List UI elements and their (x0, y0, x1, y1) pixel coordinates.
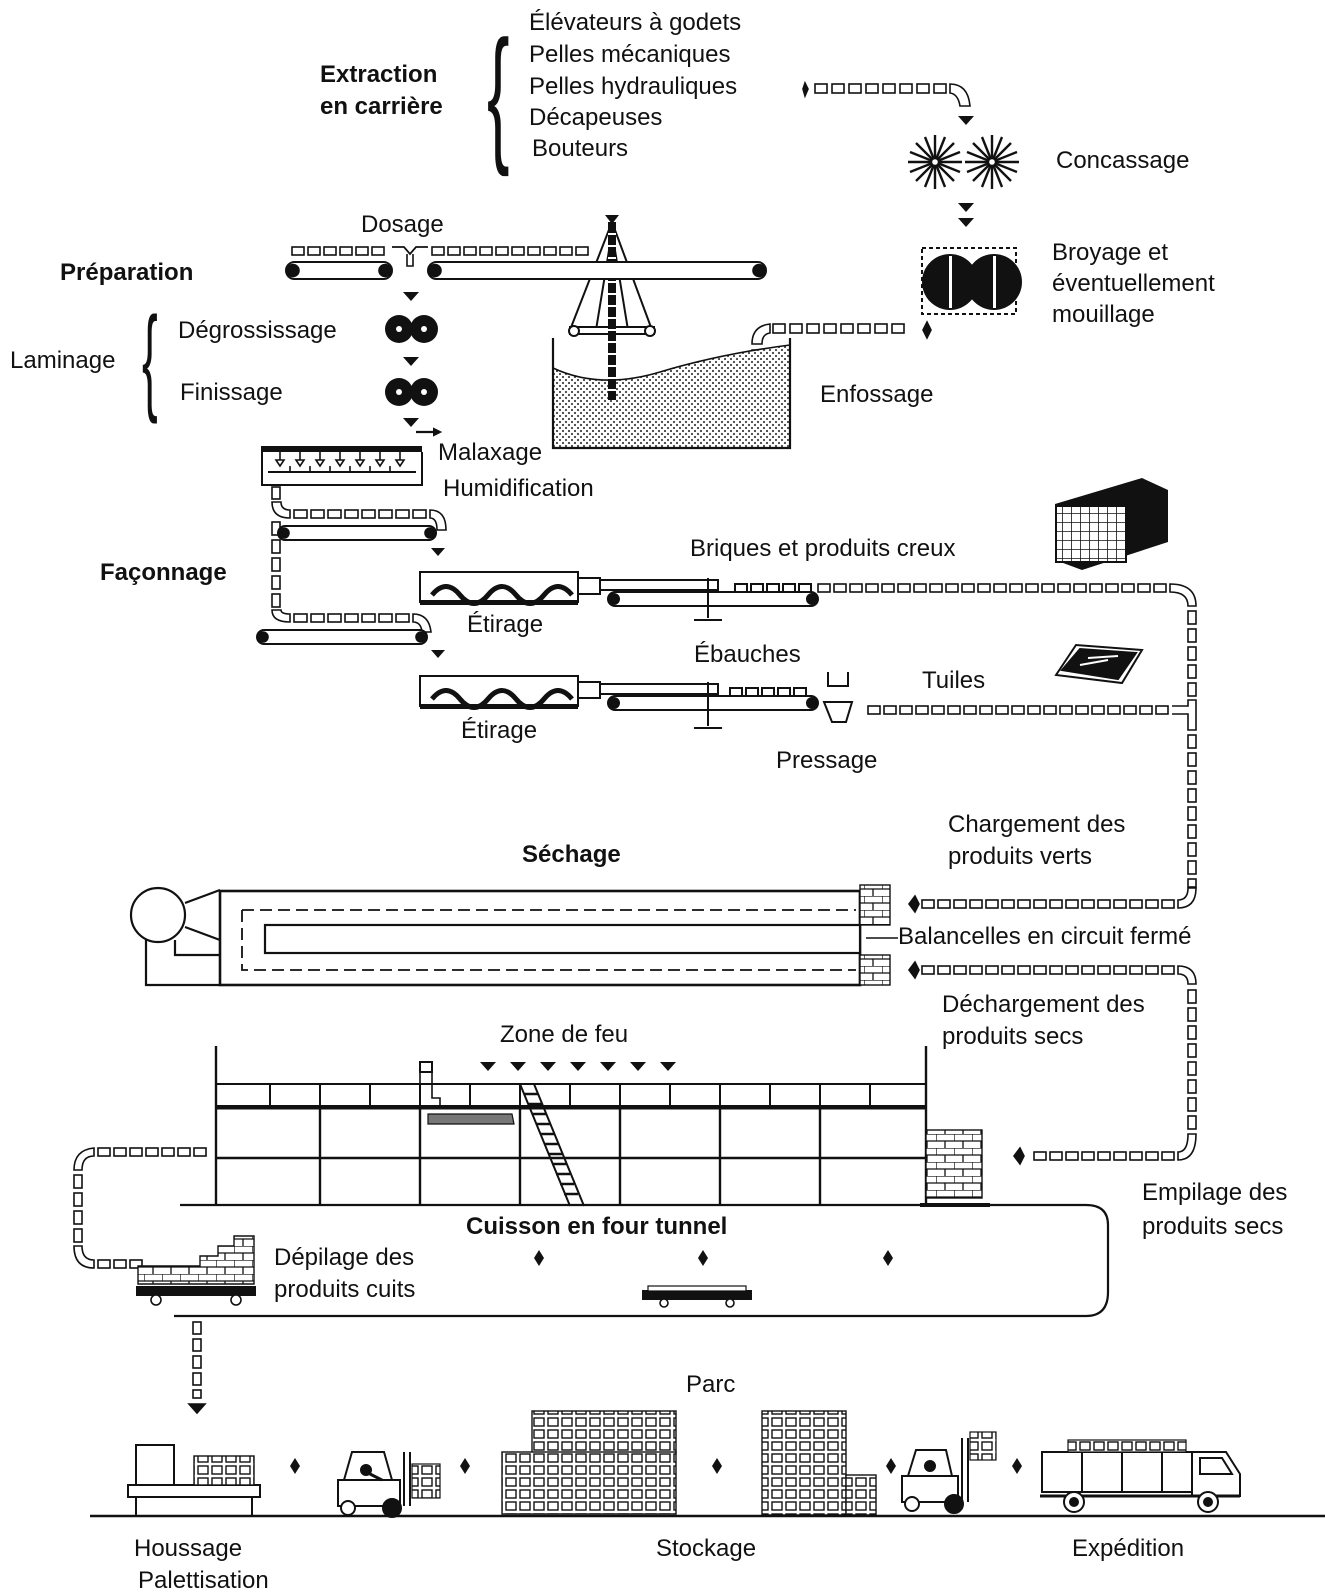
arrow-down (403, 292, 419, 301)
preparation-title: Préparation (60, 259, 194, 286)
label-empilage-line1: Empilage des (1142, 1179, 1288, 1206)
dosage-feeders (285, 246, 767, 280)
label-chargement-line2: produits verts (948, 843, 1093, 870)
label-balancelles: Balancelles en circuit fermé (898, 923, 1192, 950)
arrow-down (958, 218, 974, 227)
label-broyage-line1: Broyage et (1052, 239, 1169, 266)
arrow-down (403, 418, 419, 427)
conveyor-products-to-drying (817, 583, 1197, 914)
label-broyage-line2: éventuellement (1052, 270, 1215, 297)
broyage-grinder-icon (921, 247, 1022, 315)
label-chargement-line1: Chargement des (948, 811, 1126, 838)
delivery-truck (1040, 1439, 1241, 1513)
machine-decapeuses: Décapeuses (529, 104, 663, 131)
conveyor-kiln-return (73, 1147, 207, 1269)
finissage-rollers-icon (385, 378, 438, 406)
extraction-title-line1: Extraction (320, 61, 438, 88)
kiln-car (642, 1285, 752, 1308)
label-depilage-line2: produits cuits (274, 1276, 416, 1303)
label-etirage-lower: Étirage (461, 717, 538, 744)
arrow-down (403, 357, 419, 366)
malaxage-mixer (261, 427, 443, 486)
laminage-brace: { (142, 293, 158, 425)
machine-pelles-hydrauliques: Pelles hydrauliques (529, 73, 738, 100)
label-degrossissage: Dégrossissage (178, 317, 337, 344)
label-ebauches: Ébauches (694, 641, 801, 668)
label-finissage: Finissage (180, 379, 283, 406)
conveyor-to-palletisation (187, 1321, 207, 1415)
unloading-car-with-bricks (136, 1235, 256, 1306)
forklift-one (337, 1451, 441, 1518)
machine-elevateurs: Élévateurs à godets (529, 9, 742, 36)
label-enfossage: Enfossage (820, 381, 934, 408)
label-laminage: Laminage (10, 347, 116, 374)
houssage-palletisation-station (127, 1444, 261, 1516)
kiln-flow-arrows (534, 1250, 893, 1266)
enfossage-pit (551, 338, 792, 450)
label-dechargement-line2: produits secs (942, 1023, 1084, 1050)
machine-pelles-mecaniques: Pelles mécaniques (529, 41, 731, 68)
tunnel-kiln (174, 1046, 1110, 1318)
arrow-down (431, 650, 445, 658)
conveyor-extraction-to-crusher (802, 80, 971, 107)
label-dosage: Dosage (361, 211, 444, 238)
belt-segments (814, 83, 947, 94)
etirage-extruder-lower (419, 672, 854, 729)
fire-zone-markers (480, 1062, 676, 1071)
label-malaxage: Malaxage (438, 439, 543, 466)
bucket-dredger-frame (568, 215, 656, 400)
label-etirage-upper: Étirage (467, 611, 544, 638)
label-empilage-line2: produits secs (1142, 1213, 1284, 1240)
label-briques: Briques et produits creux (690, 535, 956, 562)
cuisson-title: Cuisson en four tunnel (466, 1213, 728, 1240)
label-depilage-line1: Dépilage des (274, 1244, 415, 1271)
extraction-brace: { (487, 9, 510, 177)
label-stockage: Stockage (656, 1535, 757, 1562)
label-parc: Parc (686, 1371, 736, 1398)
label-expedition: Expédition (1072, 1535, 1185, 1562)
conveyor-drying-to-kiln (908, 960, 1197, 1166)
label-pressage: Pressage (776, 747, 878, 774)
label-palettisation: Palettisation (138, 1567, 269, 1594)
label-dechargement-line1: Déchargement des (942, 991, 1145, 1018)
stockage-stacks (501, 1410, 877, 1516)
label-houssage: Houssage (134, 1535, 243, 1562)
degrossissage-rollers-icon (385, 315, 438, 343)
hollow-brick-product-icon (1055, 478, 1168, 570)
label-humidification: Humidification (443, 475, 594, 502)
conveyor-faconnage-feed (256, 486, 447, 645)
arrow-down (431, 548, 445, 556)
roof-tile-product-icon (1054, 643, 1144, 685)
extraction-title-line2: en carrière (320, 93, 443, 120)
drying-chamber (129, 884, 898, 987)
label-broyage-line3: mouillage (1052, 301, 1155, 328)
forklift-two (901, 1431, 997, 1514)
parc-flow-arrows (290, 1458, 1022, 1474)
arrow-down (958, 116, 974, 125)
label-concassage: Concassage (1056, 147, 1190, 174)
sechage-title: Séchage (522, 841, 621, 868)
machine-bouteurs: Bouteurs (532, 135, 629, 162)
etirage-extruder-upper (419, 571, 819, 621)
faconnage-title: Façonnage (100, 559, 227, 586)
label-zone-de-feu: Zone de feu (500, 1021, 629, 1048)
arrow-down (958, 203, 974, 212)
label-tuiles: Tuiles (922, 667, 986, 694)
concassage-crusher-icon (908, 135, 1019, 189)
